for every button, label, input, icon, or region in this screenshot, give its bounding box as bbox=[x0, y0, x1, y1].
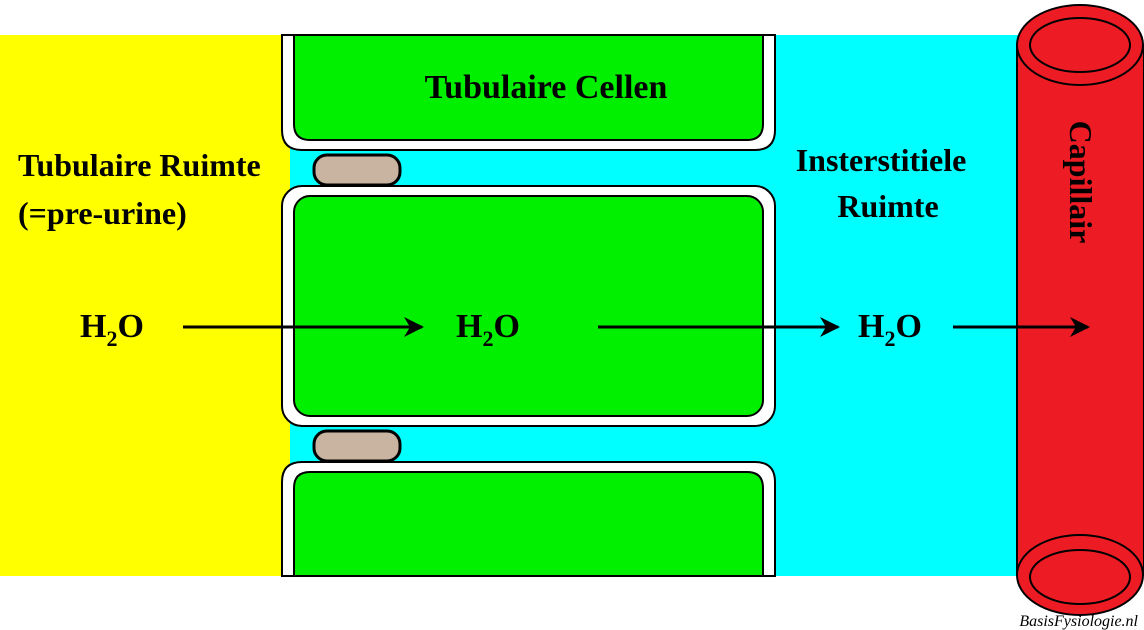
water-label-h: H bbox=[80, 308, 106, 345]
interstitial-space-label: Insterstitiele Ruimte bbox=[796, 142, 975, 224]
capillary-label: Capillair bbox=[1063, 121, 1099, 244]
water-label-subscript: 2 bbox=[106, 326, 117, 351]
tubular-space-label-line1: Tubulaire Ruimte bbox=[18, 147, 261, 183]
water-label-o: O bbox=[493, 308, 519, 345]
water-label-subscript: 2 bbox=[482, 326, 493, 351]
water-label-o: O bbox=[895, 308, 921, 345]
tubular-cell-top bbox=[281, 34, 776, 151]
water-label-cell: H2O bbox=[456, 308, 520, 351]
water-label-h: H bbox=[858, 308, 884, 345]
watermark-label: BasisFysiologie.nl bbox=[1019, 613, 1138, 630]
tubular-cell-middle bbox=[281, 185, 776, 427]
water-label-tubular-space: H2O bbox=[80, 308, 144, 351]
tubular-space-region bbox=[0, 35, 290, 576]
interstitial-space-label-line1: Insterstitiele bbox=[796, 142, 967, 178]
interstitial-space-label-line2: Ruimte bbox=[837, 188, 938, 224]
water-label-o: O bbox=[117, 308, 143, 345]
water-label-subscript: 2 bbox=[884, 326, 895, 351]
tubular-space-label-line2: (=pre-urine) bbox=[18, 195, 187, 231]
tubular-cells-label: Tubulaire Cellen bbox=[425, 69, 668, 106]
water-label-interstitial: H2O bbox=[858, 308, 922, 351]
tubular-space-label: Tubulaire Ruimte (=pre-urine) bbox=[18, 147, 269, 231]
water-label-h: H bbox=[456, 308, 482, 345]
tight-junction-bottom bbox=[312, 429, 402, 463]
tight-junction-top bbox=[312, 153, 402, 187]
capillary-vessel bbox=[1016, 4, 1144, 616]
tubular-cell-bottom bbox=[281, 461, 776, 577]
